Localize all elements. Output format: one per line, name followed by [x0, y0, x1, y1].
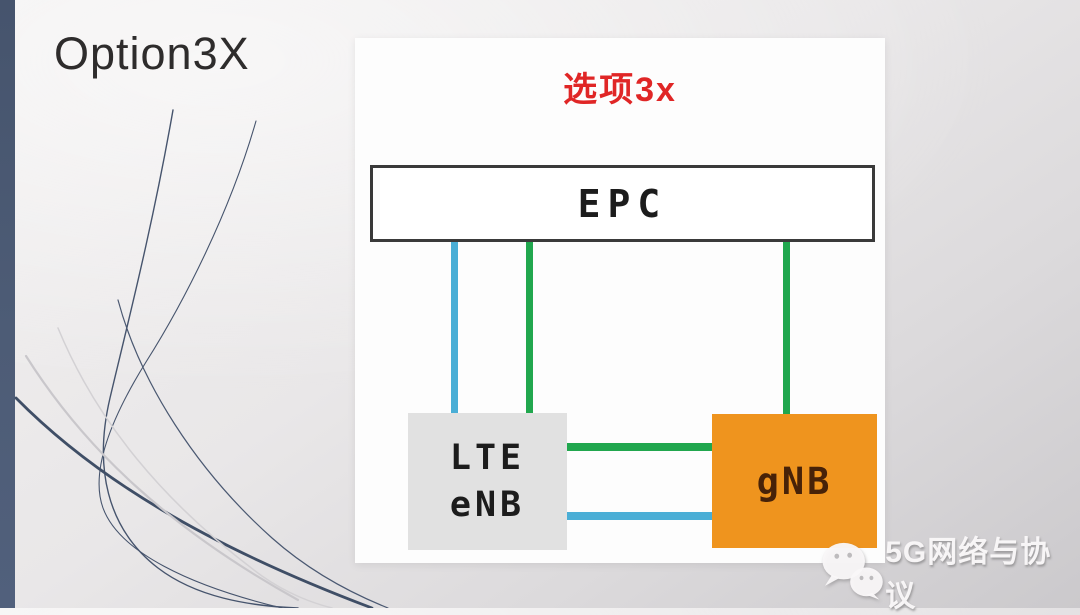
link-epc-to-lteenb-green [526, 242, 533, 413]
watermark-text: 5G网络与协议 [885, 536, 1052, 613]
link-lteenb-to-gnb-blue [567, 512, 712, 520]
diagram-panel: 选项3x EPC LTE eNB gNB [355, 38, 885, 563]
node-gnb-label: gNB [756, 459, 833, 503]
slide-title: Option3X [54, 28, 250, 79]
accent-bar [0, 0, 15, 608]
node-lte-enb-label-line2: eNB [449, 484, 526, 525]
wechat-icon [822, 542, 883, 600]
node-lte-enb: LTE eNB [408, 413, 567, 550]
node-gnb: gNB [712, 414, 877, 548]
node-epc: EPC [370, 165, 875, 242]
node-epc-label: EPC [577, 181, 668, 226]
link-lteenb-to-gnb-green [567, 443, 712, 451]
diagram-title: 选项3x [563, 71, 677, 109]
node-lte-enb-label-line1: LTE [449, 437, 526, 478]
link-epc-to-gnb-green [783, 242, 790, 414]
link-epc-to-lteenb-blue [451, 242, 458, 413]
watermark: 5G网络与协议 [820, 527, 1080, 615]
